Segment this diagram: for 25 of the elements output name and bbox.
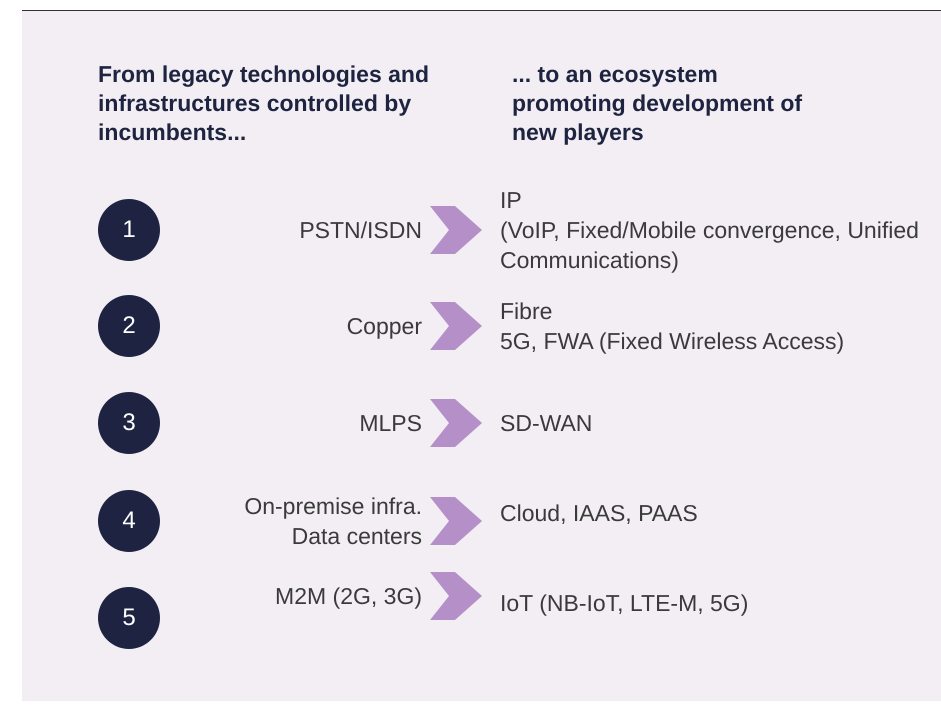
legacy-technology-text: On-premise infra. <box>243 492 422 521</box>
chevron-arrow <box>430 572 482 620</box>
legacy-technology-text: Data centers <box>290 522 422 551</box>
step-number: 1 <box>122 216 136 244</box>
step-number: 5 <box>122 604 136 632</box>
chevron-arrow <box>430 399 482 447</box>
new-technology-text: Cloud, IAAS, PAAS <box>482 498 922 528</box>
column-heading: ... to an ecosystem promoting development of new players <box>512 60 804 147</box>
new-technology-text: Fibre <box>500 297 554 326</box>
step-number: 3 <box>122 409 136 437</box>
chevron-arrow <box>430 206 482 254</box>
step-number: 4 <box>122 507 136 535</box>
column-heading: From legacy technologies and infrastructures controlled by incumbents... <box>98 60 430 147</box>
chevron-arrow <box>430 497 482 545</box>
legacy-technology-text: M2M (2G, 3G) <box>195 572 430 620</box>
new-technology-text: IP <box>500 186 523 215</box>
new-technology-text: IoT (NB-IoT, LTE-M, 5G) <box>482 588 922 618</box>
legacy-technology-text: PSTN/ISDN <box>195 206 430 254</box>
new-technology-text: SD-WAN <box>482 408 922 438</box>
step-number: 2 <box>122 312 136 340</box>
new-technology-text: (VoIP, Fixed/Mobile convergence, Unified Communications) <box>500 216 920 275</box>
new-technology-text: 5G, FWA (Fixed Wireless Access) <box>500 327 846 356</box>
legacy-technology-text: Copper <box>195 302 430 350</box>
legacy-technology-text: MLPS <box>195 399 430 447</box>
chevron-arrow <box>430 302 482 350</box>
